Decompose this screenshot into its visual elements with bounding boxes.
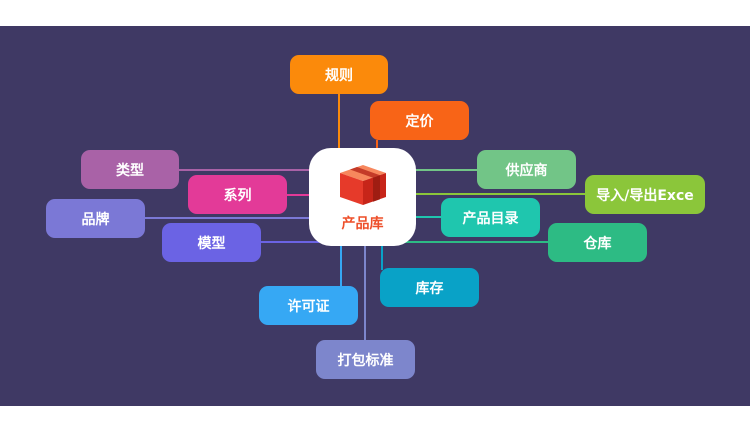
node-license: 许可证 <box>259 286 358 325</box>
node-rules: 规则 <box>290 55 388 94</box>
box-icon <box>339 165 386 205</box>
node-inventory: 库存 <box>380 268 479 307</box>
node-model: 模型 <box>162 223 261 262</box>
node-catalog: 产品目录 <box>441 198 540 237</box>
node-brand: 品牌 <box>46 199 145 238</box>
node-warehouse: 仓库 <box>548 223 647 262</box>
node-supplier: 供应商 <box>477 150 576 189</box>
hub-label: 产品库 <box>341 216 384 232</box>
node-category: 类型 <box>81 150 179 189</box>
node-pricing: 定价 <box>370 101 469 140</box>
hub-node: 产品库 <box>309 148 416 246</box>
node-import-export: 导入/导出Exce <box>585 175 705 214</box>
node-series: 系列 <box>188 175 287 214</box>
node-packaging: 打包标准 <box>316 340 415 379</box>
